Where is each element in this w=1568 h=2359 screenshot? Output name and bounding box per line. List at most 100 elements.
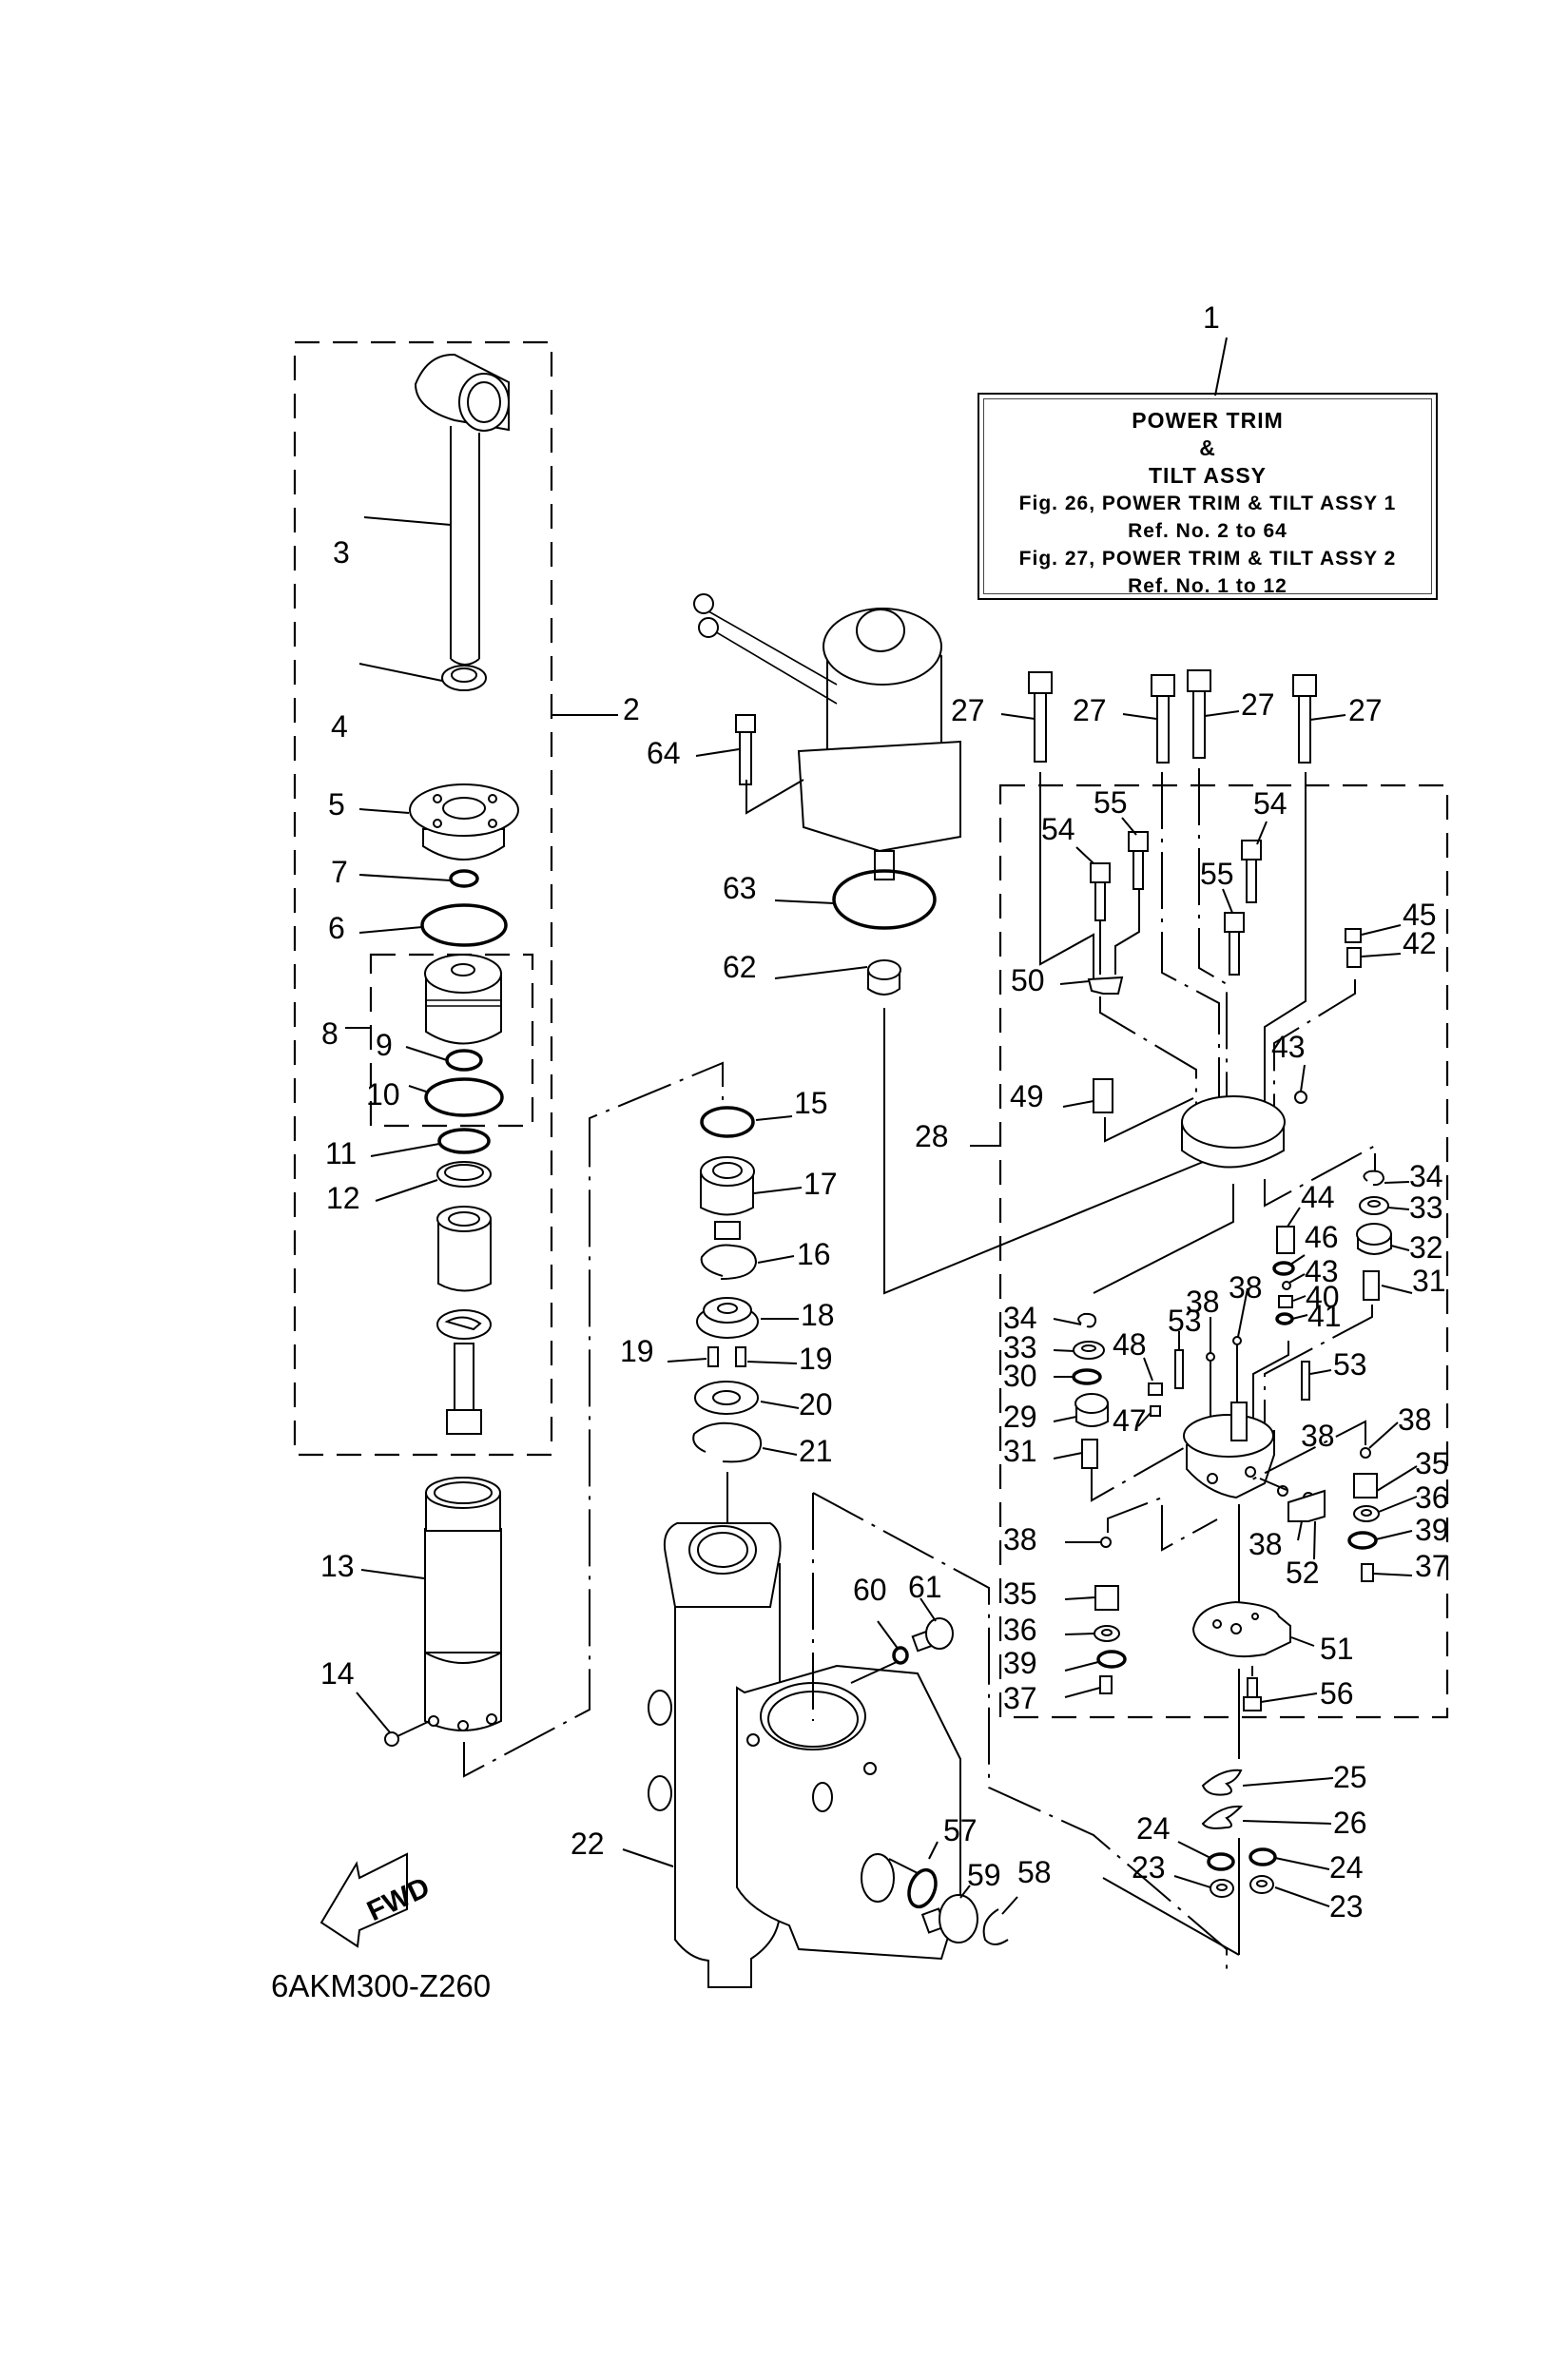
callout-27: 27 — [1241, 687, 1275, 722]
part-38-ball-right — [1360, 1447, 1371, 1459]
leader-26 — [1242, 1820, 1332, 1825]
callout-12: 12 — [326, 1181, 360, 1215]
assembly-line-29 — [1091, 1444, 1190, 1502]
title-line-6: Fig. 27, POWER TRIM & TILT ASSY 2 — [1018, 548, 1397, 570]
leader-27a — [1000, 713, 1036, 720]
assembly-line-41 — [1252, 1341, 1289, 1426]
callout-4: 4 — [331, 709, 348, 744]
callout-43: 43 — [1305, 1254, 1339, 1288]
bolt-line-2 — [1161, 772, 1220, 1112]
callout-37: 37 — [1003, 1681, 1037, 1715]
part-38-ball-b — [1232, 1336, 1242, 1345]
title-line-7: Ref. No. 1 to 12 — [1128, 575, 1287, 597]
leader-36a — [1378, 1496, 1418, 1513]
part-52-filter — [1287, 1489, 1326, 1522]
callout-61: 61 — [908, 1570, 942, 1604]
part-62-coupling — [867, 959, 901, 996]
part-53-pin-right — [1301, 1361, 1310, 1401]
assembly-line-31 — [1264, 1305, 1373, 1426]
callout-56: 56 — [1320, 1676, 1354, 1711]
leader-41 — [1291, 1314, 1308, 1320]
part-16-snap-ring — [700, 1244, 758, 1280]
leader-55a — [1121, 817, 1137, 836]
assembly-line-42 — [1273, 979, 1356, 1112]
part-31-spring-right — [1363, 1270, 1380, 1301]
callout-38: 38 — [1398, 1402, 1432, 1437]
leader-59 — [959, 1885, 971, 1899]
leader-4 — [358, 663, 443, 682]
callout-18: 18 — [801, 1298, 835, 1332]
part-21-circlip — [692, 1421, 763, 1463]
callout-14: 14 — [320, 1656, 355, 1691]
callout-1: 1 — [1203, 300, 1220, 335]
callout-58: 58 — [1017, 1855, 1052, 1889]
callout-24: 24 — [1136, 1811, 1171, 1846]
title-line-3: TILT ASSY — [1149, 463, 1267, 488]
callout-50: 50 — [1011, 963, 1045, 997]
callout-38: 38 — [1249, 1527, 1283, 1561]
leader-43b — [1288, 1273, 1306, 1284]
leader-25 — [1242, 1777, 1334, 1787]
part-24-o-ring-right — [1249, 1847, 1277, 1866]
part-9-o-ring — [445, 1049, 483, 1072]
callout-39: 39 — [1415, 1513, 1449, 1547]
part-53-pin-left — [1174, 1349, 1184, 1389]
callout-53: 53 — [1333, 1347, 1367, 1382]
callout-19: 19 — [799, 1342, 833, 1376]
part-4-washer — [441, 665, 487, 691]
leader-21 — [762, 1447, 798, 1456]
callout-3: 3 — [333, 535, 350, 570]
leader-48 — [1143, 1357, 1153, 1382]
part-63-o-ring — [832, 869, 937, 930]
part-10-o-ring — [424, 1077, 504, 1117]
callout-39: 39 — [1003, 1646, 1037, 1680]
part-48-check — [1148, 1383, 1163, 1396]
part-12-backup-ring — [436, 1161, 492, 1188]
callout-11: 11 — [325, 1136, 357, 1170]
part-valve-stack — [436, 1206, 492, 1435]
leader-57 — [928, 1841, 939, 1860]
part-34-clip-left — [1077, 1312, 1097, 1328]
part-36-washer-left — [1094, 1625, 1120, 1642]
callout-27: 27 — [1348, 693, 1383, 727]
bolt-line-4 — [1264, 772, 1307, 1112]
callout-64: 64 — [647, 736, 681, 770]
callout-31: 31 — [1003, 1434, 1037, 1468]
leader-9 — [405, 1046, 448, 1061]
leader-14b — [397, 1720, 431, 1737]
callout-54: 54 — [1253, 786, 1287, 821]
leader-5 — [358, 808, 410, 814]
part-41-o-ring — [1275, 1312, 1294, 1325]
callout-59: 59 — [967, 1858, 1001, 1892]
callout-32: 32 — [1409, 1230, 1443, 1265]
callout-63: 63 — [723, 871, 757, 905]
leader-61 — [920, 1597, 937, 1622]
callout-41: 41 — [1307, 1299, 1342, 1333]
leader-33a — [1387, 1207, 1410, 1210]
leader-64b — [745, 779, 804, 815]
part-33-seat-right — [1359, 1196, 1389, 1215]
leader-40 — [1292, 1295, 1307, 1302]
part-38-ball-left — [1100, 1537, 1112, 1548]
callout-37: 37 — [1415, 1549, 1449, 1583]
leader-39b — [1064, 1661, 1099, 1672]
part-38-ball-a — [1206, 1352, 1215, 1362]
callout-36: 36 — [1003, 1613, 1037, 1647]
callout-60: 60 — [853, 1573, 887, 1607]
leader-32 — [1390, 1245, 1410, 1251]
callout-38: 38 — [1301, 1419, 1335, 1453]
leader-27c — [1204, 710, 1240, 717]
assembly-2-outline — [293, 340, 553, 1457]
callout-54: 54 — [1041, 812, 1075, 846]
callout-35: 35 — [1003, 1576, 1037, 1611]
part-61-check-plug — [911, 1617, 954, 1653]
part-37-spring-left — [1099, 1675, 1113, 1694]
part-17-free-piston — [700, 1156, 755, 1240]
part-15-o-ring — [700, 1106, 755, 1138]
leader-19a — [667, 1358, 707, 1363]
part-58-circlip — [982, 1908, 1009, 1945]
callout-8: 8 — [321, 1016, 339, 1051]
callout-34: 34 — [1409, 1159, 1443, 1193]
part-46-o-ring — [1272, 1261, 1295, 1276]
